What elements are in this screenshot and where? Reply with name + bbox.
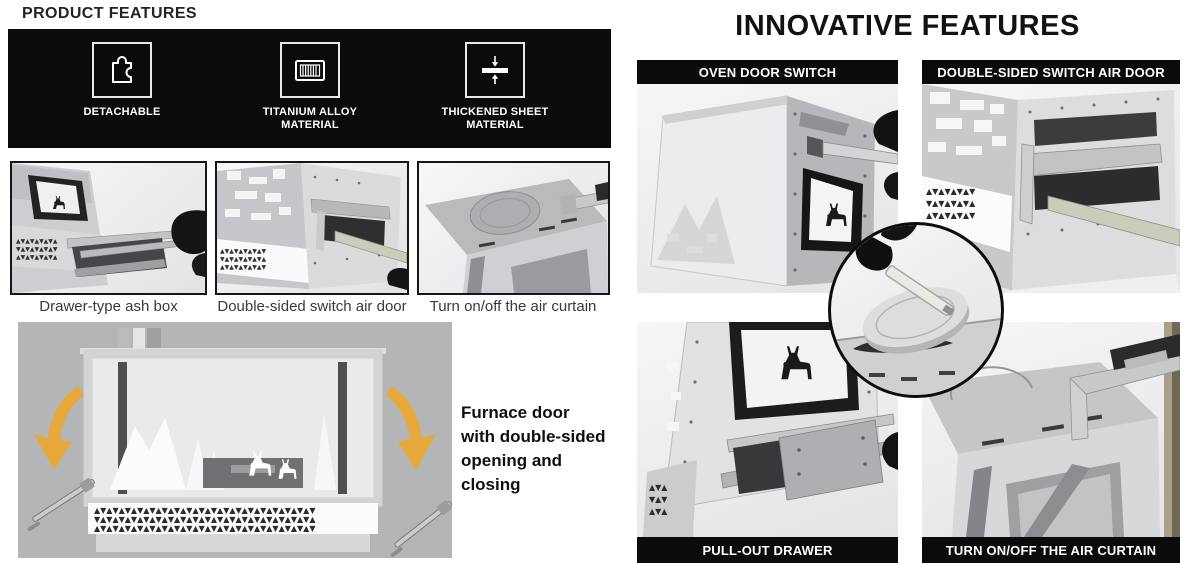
left-panel-title: PRODUCT FEATURES bbox=[22, 5, 197, 22]
svg-text:▼▲▼▲▼▲▼▲: ▼▲▼▲▼▲▼▲ bbox=[926, 199, 976, 208]
feature-thickened-sheet: THICKENED SHEET MATERIAL bbox=[415, 42, 575, 132]
feature-label: DETACHABLE bbox=[83, 106, 161, 118]
card-double-sided-air-door: DOUBLE-SIDED SWITCH AIR DOOR ▲▼▲▼▲▼▲▼ ▼▲▼… bbox=[922, 60, 1180, 293]
card-label: OVEN DOOR SWITCH bbox=[637, 60, 898, 84]
feature-titanium-alloy: TITANIUM ALLOY MATERIAL bbox=[230, 42, 390, 132]
curved-arrow-right-icon bbox=[386, 386, 436, 470]
tent-stake-right bbox=[390, 500, 452, 558]
card-label: DOUBLE-SIDED SWITCH AIR DOOR bbox=[922, 60, 1180, 84]
svg-text:▲▼▲▼▲▼▲▼▲: ▲▼▲▼▲▼▲▼▲ bbox=[16, 254, 58, 261]
card-label: PULL-OUT DRAWER bbox=[637, 537, 898, 563]
grate-icon bbox=[280, 42, 340, 98]
tent-stake-left bbox=[27, 478, 95, 532]
svg-text:▲▼▲: ▲▼▲ bbox=[649, 507, 668, 516]
feature-detachable: DETACHABLE bbox=[42, 42, 202, 119]
photo-double-sided-air-door: ▲▼▲▼▲▼▲▼▲▼▼▲▼▲▼▲▼▲▼▲▲▼▲▼▲▼▲▼▲▼ bbox=[215, 161, 409, 295]
card-label: TURN ON/OFF THE AIR CURTAIN bbox=[922, 537, 1180, 563]
svg-text:▲▼▲▼▲▼▲▼▲: ▲▼▲▼▲▼▲▼▲ bbox=[16, 238, 58, 245]
furnace-front-illustration: ▲▼▲▼▲▼▲▼▲▼▲▼▲▼▲▼▲▼▲▼▲▼▲▼▲▼▲▼▲▼▲▼▲▼▲▼ ▼▲▼… bbox=[18, 322, 452, 558]
magnified-lid-inset bbox=[828, 222, 1004, 398]
svg-text:▲▼▲: ▲▼▲ bbox=[649, 483, 668, 492]
compress-icon bbox=[465, 42, 525, 98]
svg-text:▼▲▼: ▼▲▼ bbox=[649, 495, 668, 504]
curved-arrow-left-icon bbox=[34, 386, 84, 470]
right-panel-title: INNOVATIVE FEATURES bbox=[735, 10, 1080, 42]
photo-drawer-ash-box: ▲▼▲▼▲▼▲▼▲▼▲▼▲▼▲▼▲▼▲▼▲▼▲▼▲▼▲ bbox=[10, 161, 207, 295]
svg-text:▼▲▼▲▼▲▼▲▼▲▼▲▼▲▼▲▼▲▼▲▼▲▼▲▼▲▼▲▼▲: ▼▲▼▲▼▲▼▲▼▲▼▲▼▲▼▲▼▲▼▲▼▲▼▲▼▲▼▲▼▲▼▲▼▲▼▲ bbox=[94, 515, 316, 524]
feature-label: THICKENED SHEET MATERIAL bbox=[441, 106, 549, 131]
card-photo-pull-out-drawer: ▲▼▲ ▼▲▼ ▲▼▲ bbox=[637, 322, 898, 537]
card-photo-air-curtain bbox=[922, 322, 1180, 537]
svg-text:▲▼▲▼▲▼▲▼▲▼▲▼▲▼▲▼▲▼▲▼▲▼▲▼▲▼▲▼▲▼: ▲▼▲▼▲▼▲▼▲▼▲▼▲▼▲▼▲▼▲▼▲▼▲▼▲▼▲▼▲▼▲▼▲▼▲▼ bbox=[94, 524, 316, 533]
svg-text:▲▼▲▼▲▼▲▼▲▼: ▲▼▲▼▲▼▲▼▲▼ bbox=[220, 264, 267, 271]
feature-label: TITANIUM ALLOY MATERIAL bbox=[262, 106, 358, 131]
furnace-door-note: Furnace door with double-sided opening a… bbox=[461, 403, 606, 494]
svg-text:▼▲▼▲▼▲▼▲▼▲: ▼▲▼▲▼▲▼▲▼▲ bbox=[220, 256, 267, 263]
puzzle-icon bbox=[92, 42, 152, 98]
photo-air-curtain-top bbox=[417, 161, 610, 295]
svg-text:▲▼▲▼▲▼▲▼: ▲▼▲▼▲▼▲▼ bbox=[926, 187, 976, 196]
svg-text:▼▲▼▲▼▲▼▲▼: ▼▲▼▲▼▲▼▲▼ bbox=[16, 246, 58, 253]
svg-text:▲▼▲▼▲▼▲▼▲▼: ▲▼▲▼▲▼▲▼▲▼ bbox=[220, 248, 267, 255]
feature-icon-banner: DETACHABLE TITANIUM ALLOY MATERIAL bbox=[8, 29, 611, 148]
caption-drawer-ash-box: Drawer-type ash box bbox=[39, 298, 178, 315]
svg-text:▲▼▲▼▲▼▲▼: ▲▼▲▼▲▼▲▼ bbox=[926, 211, 976, 220]
caption-double-sided-air-door: Double-sided switch air door bbox=[217, 298, 407, 315]
caption-air-curtain: Turn on/off the air curtain bbox=[429, 298, 597, 315]
svg-text:▲▼▲▼▲▼▲▼▲▼▲▼▲▼▲▼▲▼▲▼▲▼▲▼▲▼▲▼▲▼: ▲▼▲▼▲▼▲▼▲▼▲▼▲▼▲▼▲▼▲▼▲▼▲▼▲▼▲▼▲▼▲▼▲▼▲▼ bbox=[94, 506, 316, 515]
